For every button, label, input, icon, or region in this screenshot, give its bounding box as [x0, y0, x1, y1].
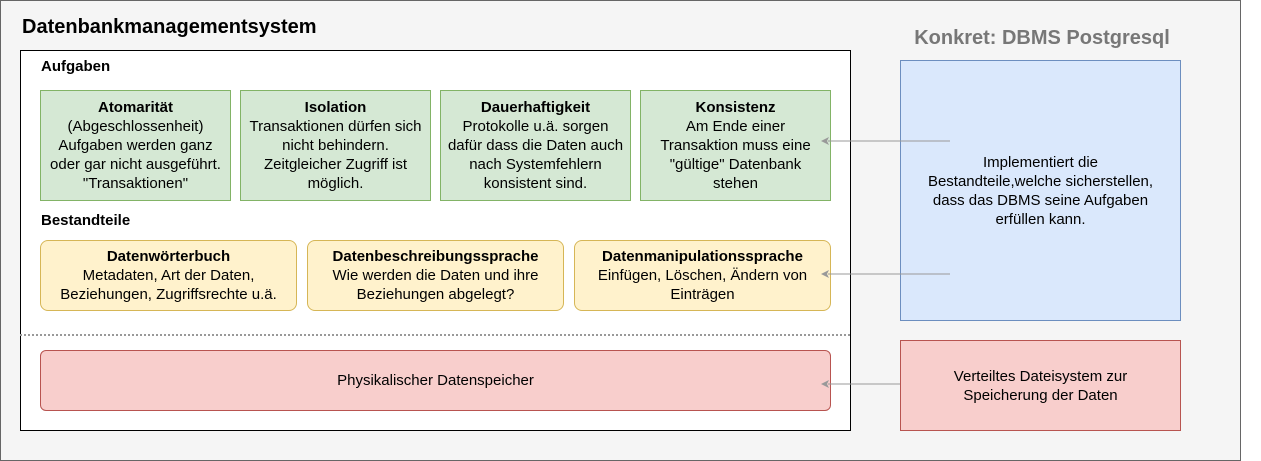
components-label: Bestandteile: [41, 212, 131, 229]
component-line: Metadaten, Art der Daten,: [82, 267, 255, 284]
task-line: "Transaktionen": [82, 175, 189, 192]
task-box-consistency[interactable]: Konsistenz Am Ende einer Transaktion mus…: [640, 90, 831, 201]
task-heading: Dauerhaftigkeit: [480, 99, 591, 116]
task-line: Am Ende einer: [685, 118, 786, 135]
component-line: Einfügen, Löschen, Ändern von: [597, 267, 808, 284]
task-line: Protokolle u.ä. sorgen: [462, 118, 609, 135]
component-line: Beziehungen, Zugriffsrechte u.ä.: [60, 286, 277, 303]
storage-box[interactable]: Physikalischer Datenspeicher: [40, 350, 831, 411]
component-heading: Datenmanipulationssprache: [602, 248, 803, 265]
task-box-isolation[interactable]: Isolation Transaktionen dürfen sich nich…: [240, 90, 431, 201]
filesystem-line: Verteiltes Dateisystem zur: [953, 367, 1128, 385]
task-line: (Abgeschlossenheit): [67, 118, 204, 135]
task-line: stehen: [712, 175, 759, 192]
task-heading: Konsistenz: [695, 99, 776, 116]
task-heading: Atomarität: [97, 99, 173, 116]
arrow-to-storage: [821, 380, 900, 388]
task-line: konsistent sind.: [483, 175, 588, 192]
component-box-data-dictionary[interactable]: Datenwörterbuch Metadaten, Art der Daten…: [40, 240, 297, 311]
component-line: Wie werden die Daten und ihre: [332, 267, 539, 284]
task-heading: Isolation: [304, 99, 367, 116]
concrete-title: Konkret: DBMS Postgresql: [914, 27, 1170, 49]
storage-label: Physikalischer Datenspeicher: [337, 372, 534, 389]
component-line: Einträgen: [670, 286, 735, 303]
filesystem-box[interactable]: Verteiltes Dateisystem zur Speicherung d…: [900, 340, 1181, 431]
component-box-ddl[interactable]: Datenbeschreibungssprache Wie werden die…: [307, 240, 564, 311]
task-line: oder gar nicht ausgeführt.: [50, 156, 221, 173]
filesystem-line: Speicherung der Daten: [963, 386, 1118, 404]
arrow-to-consistency: [821, 137, 950, 145]
tasks-label: Aufgaben: [41, 58, 111, 75]
implementation-box[interactable]: Implementiert die Bestandteile,welche si…: [900, 60, 1181, 321]
task-line: Transaktionen dürfen sich: [249, 118, 422, 135]
diagram-title: Datenbankmanagementsystem: [22, 16, 317, 38]
component-line: Beziehungen abgelegt?: [356, 286, 515, 303]
task-line: dafür dass die Daten auch: [447, 137, 624, 154]
component-heading: Datenbeschreibungssprache: [332, 248, 539, 265]
task-box-atomicity[interactable]: Atomarität (Abgeschlossenheit) Aufgaben …: [40, 90, 231, 201]
component-heading: Datenwörterbuch: [106, 248, 231, 265]
task-line: "gültige" Datenbank: [669, 156, 802, 173]
implementation-line: Bestandteile,welche sicherstellen,: [927, 172, 1154, 190]
task-line: Aufgaben werden ganz: [58, 137, 213, 154]
task-line: nach Systemfehlern: [469, 156, 602, 173]
layer-divider: [20, 334, 850, 336]
implementation-line: dass das DBMS seine Aufgaben: [932, 191, 1149, 209]
task-line: möglich.: [307, 175, 364, 192]
component-box-dml[interactable]: Datenmanipulationssprache Einfügen, Lösc…: [574, 240, 831, 311]
task-line: Zeitgleicher Zugriff ist: [263, 156, 408, 173]
implementation-line: Implementiert die: [982, 153, 1099, 171]
task-line: Transaktion muss eine: [660, 137, 811, 154]
implementation-line: erfüllen kann.: [995, 210, 1086, 228]
arrow-to-dml: [821, 270, 950, 278]
task-box-durability[interactable]: Dauerhaftigkeit Protokolle u.ä. sorgen d…: [440, 90, 631, 201]
task-line: nicht behindern.: [282, 137, 389, 154]
